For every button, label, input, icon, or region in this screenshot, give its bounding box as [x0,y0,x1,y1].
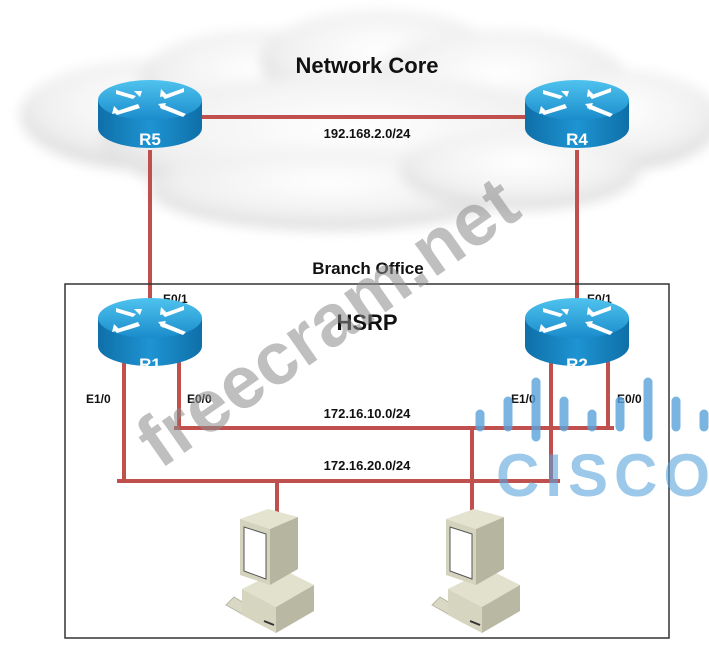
cisco-wordmark: CISCO [496,442,709,509]
router-r4[interactable]: R4 [525,80,629,149]
branch-office-box [64,283,670,639]
router-label: R4 [566,130,588,149]
r2-e1-0-label: E1/0 [511,392,536,406]
cisco-logo: CISCO [475,377,709,509]
router-label: R2 [566,355,588,374]
workstation-icon [431,508,521,634]
r1-e0-0-label: E0/0 [187,392,212,406]
cloud-label: Network Core [295,53,438,78]
workstation-icon [225,508,315,634]
links [117,115,614,512]
router-r5[interactable]: R5 [98,80,202,149]
r1-e1-0-label: E1/0 [86,392,111,406]
host-pc1[interactable] [225,508,315,634]
hsrp-label: HSRP [336,310,397,335]
router-r1[interactable]: R1 [98,298,202,374]
lan-b-label: 172.16.20.0/24 [324,458,412,473]
router-label: R1 [139,355,161,374]
core-network-label: 192.168.2.0/24 [324,126,412,141]
branch-office-label: Branch Office [312,259,423,278]
network-core-cloud [20,10,709,230]
router-r2[interactable]: R2 [525,298,629,374]
host-pc2[interactable] [431,508,521,634]
lan-a-label: 172.16.10.0/24 [324,406,412,421]
router-label: R5 [139,130,161,149]
